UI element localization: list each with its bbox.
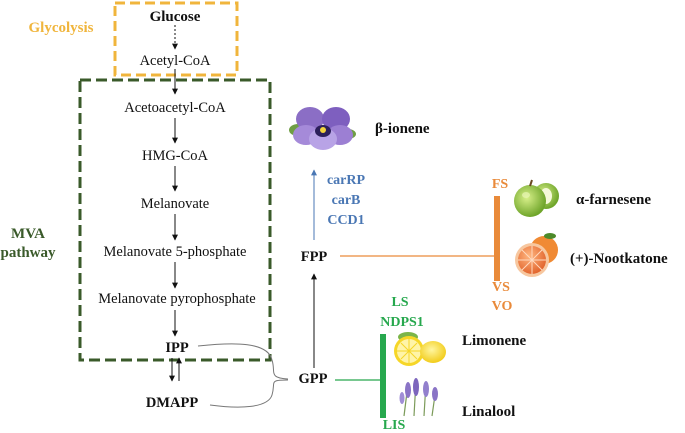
enzyme-carrp: carRP	[326, 173, 366, 188]
enzyme-ndps1: NDPS1	[380, 315, 424, 330]
melanovate-5-phosphate-label: Melanovate 5-phosphate	[103, 244, 247, 260]
fpp-label: FPP	[300, 249, 328, 265]
product-linalool: Linalool	[462, 404, 516, 420]
hmg-coa-label: HMG-CoA	[141, 148, 209, 164]
glycolysis-label: Glycolysis	[28, 20, 94, 36]
product-alpha-farnesene: α-farnesene	[576, 192, 652, 208]
enzyme-ls: LS	[391, 295, 409, 310]
glucose-label: Glucose	[149, 9, 201, 25]
enzyme-vs: VS	[492, 280, 510, 295]
enzyme-ccd1: CCD1	[327, 213, 365, 228]
mva-pathway-box	[78, 78, 272, 362]
melanovate-label: Melanovate	[140, 196, 210, 212]
enzyme-carb: carB	[331, 193, 361, 208]
acetyl-coa-label: Acetyl-CoA	[139, 53, 211, 69]
product-beta-ionene: β-ionene	[375, 121, 430, 137]
ipp-label: IPP	[165, 340, 189, 356]
product-limonene: Limonene	[462, 333, 527, 349]
enzyme-fs: FS	[491, 177, 509, 192]
dmapp-to-gpp-curve	[209, 379, 289, 408]
violet-flower-icon	[289, 107, 356, 150]
glycolysis-box	[113, 1, 239, 77]
gpp-label: GPP	[298, 371, 328, 387]
enzyme-vo: VO	[491, 299, 513, 314]
melanovate-pyrophosphate-label: Melanovate pyrophosphate	[98, 291, 256, 307]
grapefruit-icon	[515, 233, 558, 277]
mva-label-line2: pathway	[0, 245, 56, 261]
product-nootkatone: (+)-Nootkatone	[570, 251, 668, 267]
mva-label-line1: MVA	[11, 226, 45, 242]
lavender-icon	[399, 378, 438, 417]
ipp-to-gpp-curve	[197, 343, 289, 380]
enzyme-lis: LIS	[382, 418, 406, 433]
acetoacetyl-coa-label: Acetoacetyl-CoA	[124, 100, 226, 116]
dmapp-label: DMAPP	[145, 395, 199, 411]
green-apple-icon	[514, 179, 559, 217]
lemon-icon	[394, 332, 446, 366]
